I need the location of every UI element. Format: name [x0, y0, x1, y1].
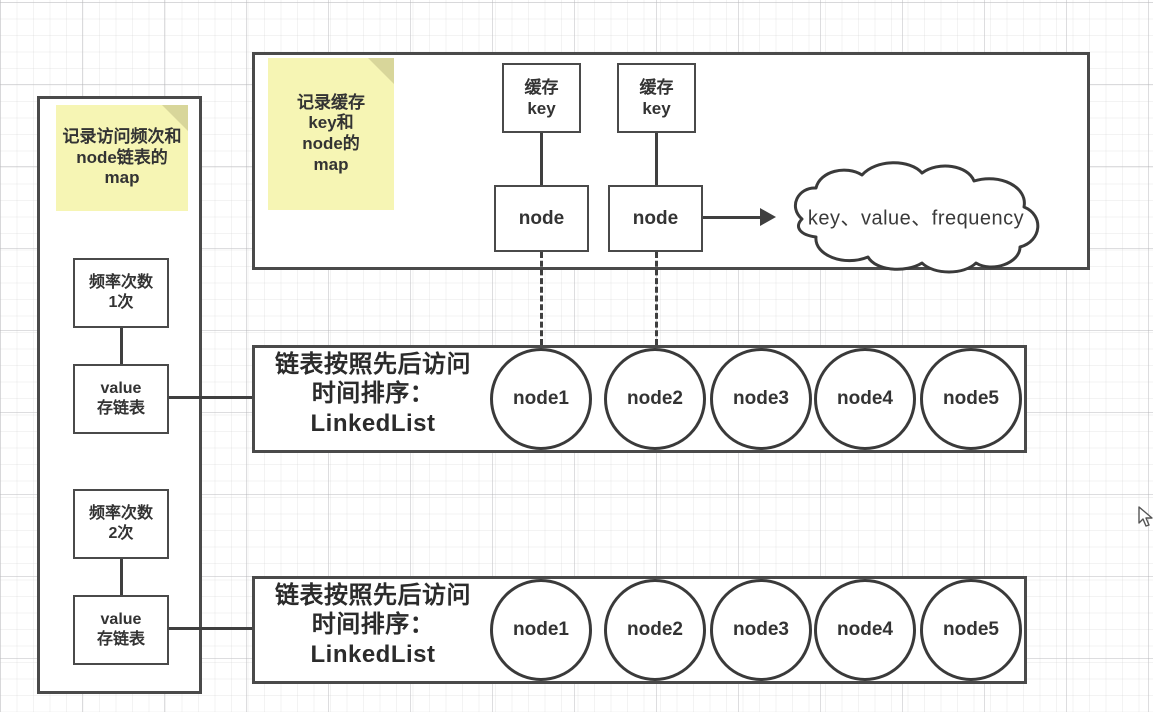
- dashed-link-node1-to-list: [540, 252, 543, 345]
- sticky-line-2: key和: [308, 113, 354, 133]
- dashed-link-node2-to-list: [655, 252, 658, 345]
- value-box-1-line2: 存链表: [96, 400, 145, 417]
- list-node-circle: node4: [814, 579, 916, 681]
- arrow-node-to-cloud-line: [703, 216, 763, 219]
- list-node-circle: node3: [710, 348, 812, 450]
- list-node-label: node1: [513, 388, 569, 409]
- sticky-note-cache-map-text: 记录缓存 key和 node的 map: [293, 93, 369, 176]
- frequency-box-1: 频率次数 1次: [73, 258, 169, 328]
- linked-list-label-2-line1: 链表按照先后访问: [275, 582, 471, 609]
- frequency-box-2-line1: 频率次数: [88, 505, 153, 522]
- cloud-label: key、value、frequency: [807, 207, 1025, 230]
- list-node-label: node4: [837, 619, 893, 640]
- frequency-box-1-line1: 频率次数: [88, 274, 153, 291]
- linked-list-label-1: 链表按照先后访问 时间排序： LinkedList: [258, 350, 488, 438]
- list-node-circle: node4: [814, 348, 916, 450]
- list-node-circle: node2: [604, 348, 706, 450]
- mouse-pointer-icon: [1138, 506, 1153, 535]
- linked-list-label-1-line2: 时间排序：: [311, 380, 435, 408]
- list-node-circle: node1: [490, 579, 592, 681]
- list-node-label: node2: [627, 619, 683, 640]
- cursor-svg: [1138, 506, 1153, 527]
- list-node-label: node1: [513, 619, 569, 640]
- connector-key1-to-node1: [540, 133, 543, 185]
- cache-key-box-2-line2: key: [642, 99, 671, 118]
- arrow-node-to-cloud-head: [760, 208, 776, 226]
- cache-node-box-1-label: node: [518, 207, 565, 229]
- frequency-box-2: 频率次数 2次: [73, 489, 169, 559]
- sticky-note-frequency-map: 记录访问频次和node链表的map: [56, 105, 188, 211]
- list-node-label: node2: [627, 388, 683, 409]
- cache-node-box-2-label: node: [632, 207, 679, 229]
- frequency-box-2-line2: 2次: [108, 525, 134, 542]
- sticky-line-1: 记录缓存: [297, 92, 365, 112]
- connector-key2-to-node2: [655, 133, 658, 185]
- connector-freq1-to-value1: [120, 328, 123, 364]
- list-node-circle: node2: [604, 579, 706, 681]
- frequency-box-1-line2: 1次: [108, 294, 134, 311]
- cache-node-box-1: node: [494, 185, 589, 252]
- connector-freq2-to-value2: [120, 559, 123, 595]
- cache-key-box-1: 缓存 key: [502, 63, 581, 133]
- list-node-label: node3: [733, 388, 789, 409]
- list-node-circle: node5: [920, 579, 1022, 681]
- value-box-2-line1: value: [100, 611, 142, 628]
- sticky-fold-corner: [162, 105, 188, 131]
- sticky-line-3: node的: [302, 134, 360, 153]
- cache-key-box-1-line2: key: [527, 99, 556, 118]
- list-node-circle: node5: [920, 348, 1022, 450]
- linked-list-label-1-line1: 链表按照先后访问: [275, 351, 471, 378]
- linked-list-label-2-line2: 时间排序：: [311, 611, 435, 639]
- list-node-label: node5: [943, 619, 999, 640]
- sticky-note-cache-map: 记录缓存 key和 node的 map: [268, 58, 394, 210]
- linked-list-label-1-line3: LinkedList: [310, 409, 436, 437]
- linked-list-label-2-line3: LinkedList: [310, 640, 436, 668]
- list-node-circle: node1: [490, 348, 592, 450]
- cache-key-box-2: 缓存 key: [617, 63, 696, 133]
- cache-key-box-2-line1: 缓存: [639, 77, 674, 97]
- list-node-label: node4: [837, 388, 893, 409]
- cache-key-box-1-line1: 缓存: [524, 77, 559, 97]
- connector-value1-to-list1: [169, 396, 255, 399]
- linked-list-label-2: 链表按照先后访问 时间排序： LinkedList: [258, 581, 488, 669]
- list-node-circle: node3: [710, 579, 812, 681]
- sticky-note-frequency-map-text: 记录访问频次和node链表的map: [62, 126, 182, 188]
- value-box-2-line2: 存链表: [96, 631, 145, 648]
- value-box-2: value 存链表: [73, 595, 169, 665]
- sticky-line-4: map: [313, 154, 349, 174]
- value-box-1-line1: value: [100, 380, 142, 397]
- cache-node-box-2: node: [608, 185, 703, 252]
- list-node-label: node5: [943, 388, 999, 409]
- connector-value2-to-list2: [169, 627, 255, 630]
- list-node-label: node3: [733, 619, 789, 640]
- value-box-1: value 存链表: [73, 364, 169, 434]
- sticky-fold-corner: [368, 58, 394, 84]
- cloud-svg: [794, 161, 1040, 274]
- cloud-shape: key、value、frequency: [778, 157, 1054, 275]
